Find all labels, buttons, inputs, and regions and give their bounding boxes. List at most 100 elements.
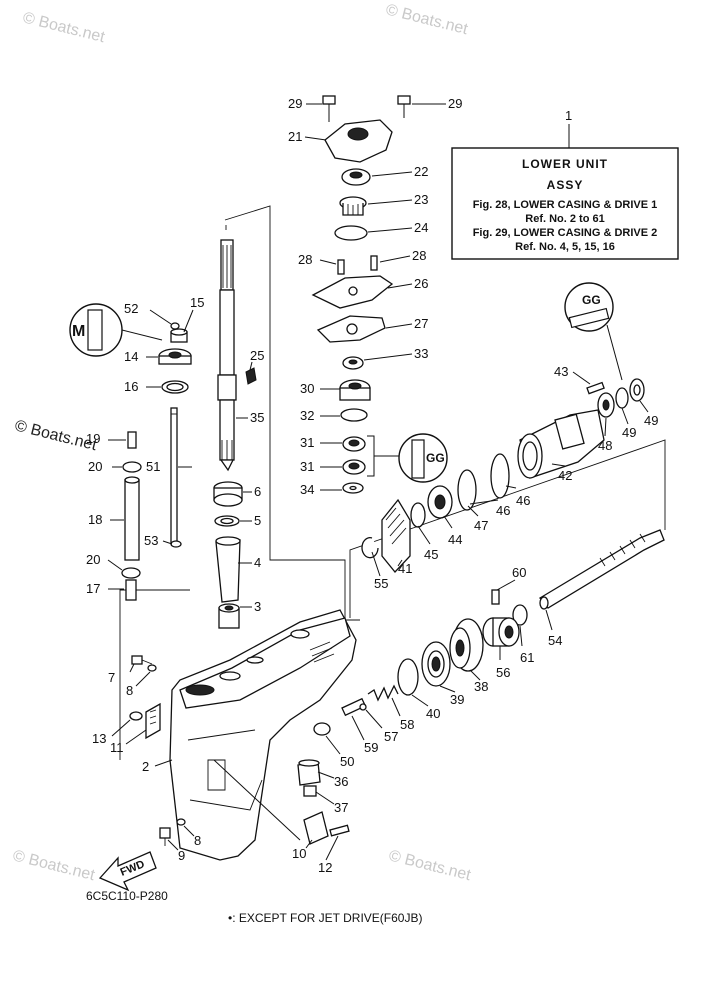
callout-label: 16 [124,379,138,394]
callout-label: 26 [414,276,428,291]
callout-label: 27 [414,316,428,331]
callout-label: 5 [254,513,261,528]
shaft-bearing-group [213,481,243,629]
callout-label: 23 [414,192,428,207]
shift-rod-group [121,322,192,601]
callout-label: 46 [516,493,530,508]
callout-label: 49 [644,413,658,428]
callout-label: 25 [250,348,264,363]
lower-casing [169,609,357,861]
callout-label: 35 [250,410,264,425]
callout-label: 28 [412,248,426,263]
symbol-label: GG [582,293,601,307]
propeller-shaft [539,529,665,610]
symbol-label: GG [426,451,445,465]
callout-label: 17 [86,581,100,596]
callout-label: 21 [288,129,302,144]
callout-label: 40 [426,706,440,721]
callout-label: 41 [398,561,412,576]
bolt-29-right [397,95,411,118]
callout-label: 59 [364,740,378,755]
bolt-29-left [322,95,336,122]
watermark: © Boats.net [21,9,107,46]
drawing-code: 6C5C110-P280 [86,889,168,903]
callout-label: 3 [254,599,261,614]
callout-label: 7 [108,670,115,685]
callout-label: 55 [374,576,388,591]
oil-seal-housing [339,379,371,401]
callout-label: 2 [142,759,149,774]
callout-label: 46 [496,503,510,518]
callout-label: 34 [300,482,314,497]
callout-label: 19 [86,431,100,446]
callout-label: 6 [254,484,261,499]
symbol-label: M [72,323,85,340]
callout-label: 36 [334,774,348,789]
callout-label: 50 [340,754,354,769]
callout-label: 48 [598,438,612,453]
inset-symbol-gg-top: GG [564,282,623,381]
propeller-shaft-group [341,378,665,717]
callout-label: 43 [554,364,568,379]
callout-label: 13 [92,731,106,746]
callout-label: 4 [254,555,261,570]
callout-label: 22 [414,164,428,179]
forward-gear [449,618,484,672]
casing-fasteners [129,655,186,846]
pump-gasket [334,225,368,241]
callout-label: 10 [292,846,306,861]
box-line: Ref. No. 2 to 61 [525,213,604,225]
callout-label: 29 [448,96,462,111]
callout-label: 31 [300,435,314,450]
callout-label: 28 [298,252,312,267]
box-line: Ref. No. 4, 5, 15, 16 [515,241,615,253]
callout-label: 45 [424,547,438,562]
group-frames [119,205,666,760]
watermark: © Boats.net [11,847,97,884]
callout-label: 1 [565,108,572,123]
callout-label: 33 [414,346,428,361]
callout-label: 53 [144,533,158,548]
callout-label: 61 [520,650,534,665]
callout-label: 47 [474,518,488,533]
footnote: •: EXCEPT FOR JET DRIVE(F60JB) [228,911,422,925]
inset-symbol-m: M [69,303,163,357]
watermark: © Boats.net [384,1,470,38]
callout-label: 11 [110,740,124,755]
fwd-arrow: FWD [98,851,157,892]
callout-label: 12 [318,860,332,875]
callout-label: 58 [400,717,414,732]
box-line: Fig. 29, LOWER CASING & DRIVE 2 [473,227,658,239]
callout-label: 56 [496,665,510,680]
reverse-gear [381,498,411,573]
callout-label: 8 [194,833,201,848]
callout-label: 30 [300,381,314,396]
callout-label: 18 [88,512,102,527]
callout-label: 51 [146,459,160,474]
callout-label: 44 [448,532,462,547]
callout-label: 8 [126,683,133,698]
watermark: © Boats.net [387,847,473,884]
callout-label: 9 [178,848,185,863]
callout-label: 31 [300,459,314,474]
callout-labels: 29 29 21 22 23 24 28 28 26 27 33 30 32 3… [86,96,658,875]
inset-symbol-gg-mid: GG [398,433,448,483]
callout-label: 52 [124,301,138,316]
callout-label: 39 [450,692,464,707]
box-title: LOWER UNIT [522,157,608,171]
pump-housing [324,119,393,163]
box-line: Fig. 28, LOWER CASING & DRIVE 1 [473,199,658,211]
callout-label: 49 [622,425,636,440]
callout-label: 20 [86,552,100,567]
callout-label: 14 [124,349,138,364]
callout-label: 32 [300,408,314,423]
callout-label: 38 [474,679,488,694]
callout-leaders [107,103,649,861]
water-pump-group [311,95,411,494]
callout-label: 37 [334,800,348,815]
drive-shaft [217,239,237,472]
lower-right-parts [297,722,350,845]
woodruff-key [245,367,257,385]
callout-label: 20 [88,459,102,474]
